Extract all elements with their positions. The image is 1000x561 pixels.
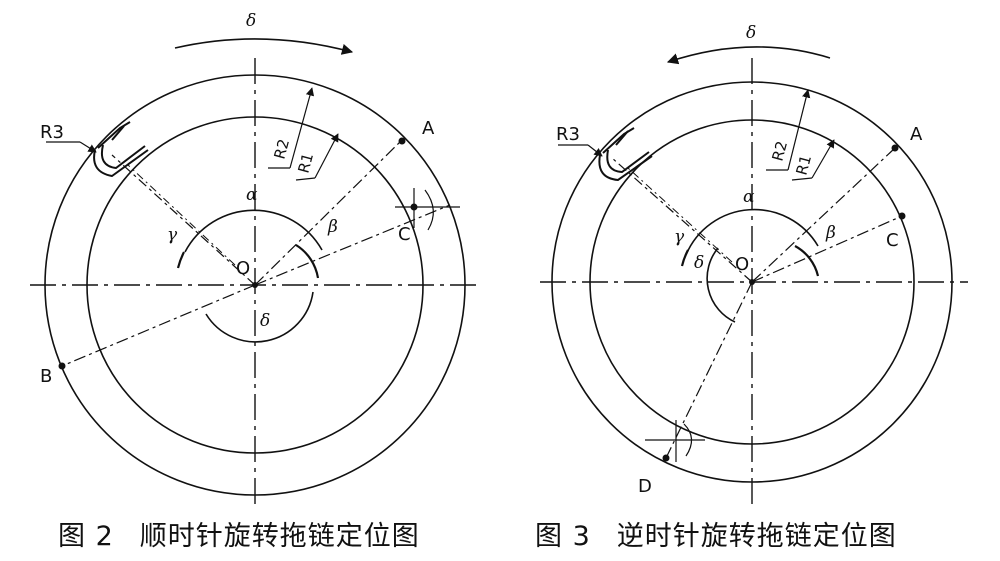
r1-dimension-line bbox=[811, 139, 835, 179]
alpha-arc bbox=[184, 209, 323, 253]
label-o: O bbox=[236, 258, 250, 279]
line-chain-parallel bbox=[627, 167, 733, 263]
label-c: C bbox=[398, 224, 411, 245]
rotation-arrow bbox=[666, 46, 831, 65]
r1-dimension-line bbox=[314, 133, 339, 179]
label-r2: R2 bbox=[768, 139, 791, 163]
label-a: A bbox=[422, 118, 435, 139]
inner-ring-circle bbox=[86, 116, 424, 454]
point-a-marker bbox=[891, 144, 899, 152]
figure-3-number: 图 3 bbox=[535, 521, 591, 552]
beta-arc bbox=[794, 245, 820, 277]
line-o-to-b bbox=[61, 284, 256, 367]
outer-ring-circle bbox=[44, 74, 466, 496]
r3-arrow bbox=[587, 144, 603, 157]
r1-leader bbox=[295, 177, 316, 181]
figure-3-diagram bbox=[540, 46, 968, 505]
delta-arc bbox=[205, 291, 314, 343]
r3-arrow bbox=[79, 141, 97, 153]
label-r3: R3 bbox=[556, 124, 580, 145]
point-a-marker bbox=[398, 137, 406, 145]
label-beta: β bbox=[327, 217, 338, 237]
figure-2-diagram bbox=[30, 38, 478, 505]
label-r2: R2 bbox=[270, 137, 293, 161]
figure-3-title: 逆时针旋转拖链定位图 bbox=[616, 521, 897, 552]
line-o-to-chain bbox=[611, 157, 753, 283]
line-chain-parallel bbox=[127, 164, 236, 266]
center-o-marker bbox=[252, 282, 258, 288]
line-o-to-chain bbox=[111, 154, 256, 286]
r1-leader bbox=[791, 177, 813, 181]
r2-dimension-line bbox=[787, 89, 811, 171]
r2-dimension-line bbox=[289, 87, 315, 169]
label-d: D bbox=[638, 476, 652, 497]
figure-2-title: 顺时针旋转拖链定位图 bbox=[139, 521, 420, 552]
label-o: O bbox=[735, 254, 749, 275]
label-r1: R1 bbox=[792, 153, 815, 177]
rotation-arrow bbox=[174, 38, 354, 55]
label-r3: R3 bbox=[40, 122, 64, 143]
center-o-marker bbox=[749, 279, 755, 285]
gamma-arc bbox=[176, 251, 185, 269]
line-o-to-d bbox=[665, 281, 753, 459]
inner-ring-circle bbox=[589, 119, 915, 445]
label-delta: δ bbox=[694, 253, 704, 273]
gamma-arc bbox=[680, 249, 689, 267]
rotation-label: δ bbox=[246, 11, 256, 31]
line-o-to-c bbox=[751, 215, 903, 283]
label-b: B bbox=[40, 366, 52, 387]
delta-arc bbox=[706, 247, 736, 323]
beta-arc bbox=[295, 244, 320, 279]
label-gamma: γ bbox=[674, 227, 685, 247]
figure-2-number: 图 2 bbox=[58, 521, 114, 552]
line-o-to-a bbox=[254, 139, 403, 286]
point-b-marker bbox=[58, 362, 66, 370]
label-delta: δ bbox=[260, 311, 270, 331]
label-alpha: α bbox=[743, 187, 755, 207]
alpha-arc bbox=[685, 208, 819, 256]
line-o-to-a bbox=[751, 147, 896, 283]
label-alpha: α bbox=[246, 185, 258, 205]
point-c-marker bbox=[410, 203, 418, 211]
figure-3-caption: 图 3 逆时针旋转拖链定位图 bbox=[535, 514, 897, 553]
label-r1: R1 bbox=[294, 151, 317, 175]
point-c-marker bbox=[898, 212, 906, 220]
d-arc bbox=[683, 423, 693, 457]
point-d-marker bbox=[662, 454, 670, 462]
label-beta: β bbox=[825, 223, 836, 243]
label-gamma: γ bbox=[167, 225, 178, 245]
outer-ring-circle bbox=[551, 81, 953, 483]
label-c: C bbox=[886, 230, 899, 251]
rotation-label: δ bbox=[746, 23, 756, 43]
drag-chain-shape bbox=[93, 121, 149, 178]
figure-2-caption: 图 2 顺时针旋转拖链定位图 bbox=[58, 514, 420, 553]
c-arc bbox=[424, 189, 434, 231]
label-a: A bbox=[910, 124, 923, 145]
drag-chain-shape bbox=[598, 127, 653, 182]
